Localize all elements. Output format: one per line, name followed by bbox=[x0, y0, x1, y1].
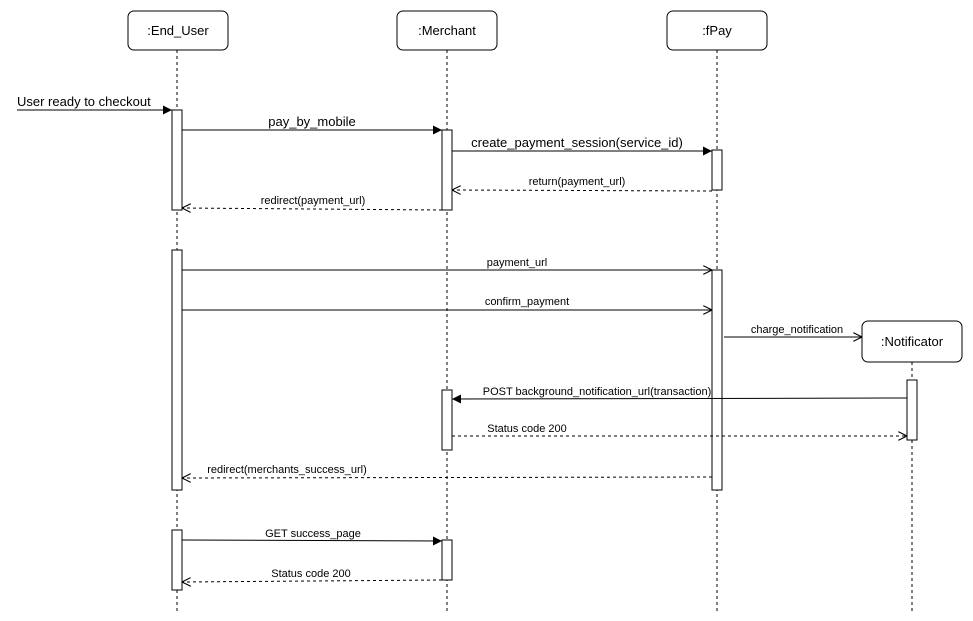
lifelines bbox=[176, 50, 913, 612]
participant-notificator: :Notificator bbox=[861, 320, 963, 363]
activation-end-user-2 bbox=[171, 249, 183, 491]
activation-end-user-1 bbox=[171, 109, 183, 211]
message-arrow bbox=[452, 190, 713, 191]
message-label: confirm_payment bbox=[485, 296, 569, 308]
message-label: create_payment_session(service_id) bbox=[471, 135, 683, 150]
activation-merchant-3 bbox=[441, 539, 453, 581]
participant-merchant: :Merchant bbox=[396, 10, 498, 51]
message-label: pay_by_mobile bbox=[268, 114, 355, 129]
message-arrow bbox=[182, 477, 713, 478]
activation-fpay-2 bbox=[711, 269, 723, 491]
activation-bars bbox=[171, 109, 918, 591]
activation-end-user-3 bbox=[171, 529, 183, 591]
message-label: GET success_page bbox=[265, 528, 361, 540]
participant-label: :Notificator bbox=[881, 334, 944, 349]
message-label: return(payment_url) bbox=[529, 176, 626, 188]
message-label: charge_notification bbox=[751, 324, 843, 336]
message-arrow bbox=[182, 208, 443, 210]
message-label: redirect(merchants_success_url) bbox=[207, 464, 367, 476]
participant-label: :End_User bbox=[147, 23, 209, 38]
message-arrow bbox=[181, 536, 443, 546]
message-label: payment_url bbox=[487, 257, 548, 269]
activation-fpay-1 bbox=[711, 149, 723, 191]
participant-fpay: :fPay bbox=[666, 10, 768, 51]
message-arrow bbox=[451, 394, 908, 404]
activation-notificator-1 bbox=[906, 379, 918, 441]
message-label: User ready to checkout bbox=[17, 94, 151, 109]
message-label: Status code 200 bbox=[271, 568, 351, 580]
participant-label: :Merchant bbox=[418, 23, 476, 38]
message-labels: User ready to checkout pay_by_mobile cre… bbox=[17, 94, 843, 580]
participant-label: :fPay bbox=[702, 23, 732, 38]
message-arrow bbox=[182, 580, 443, 582]
message-label: POST background_notification_url(transac… bbox=[483, 386, 711, 398]
activation-merchant-2 bbox=[441, 389, 453, 451]
message-label: Status code 200 bbox=[487, 423, 567, 435]
participant-end-user: :End_User bbox=[127, 10, 229, 51]
activation-merchant-1 bbox=[441, 129, 453, 211]
message-label: redirect(payment_url) bbox=[261, 195, 366, 207]
messages bbox=[17, 105, 908, 582]
